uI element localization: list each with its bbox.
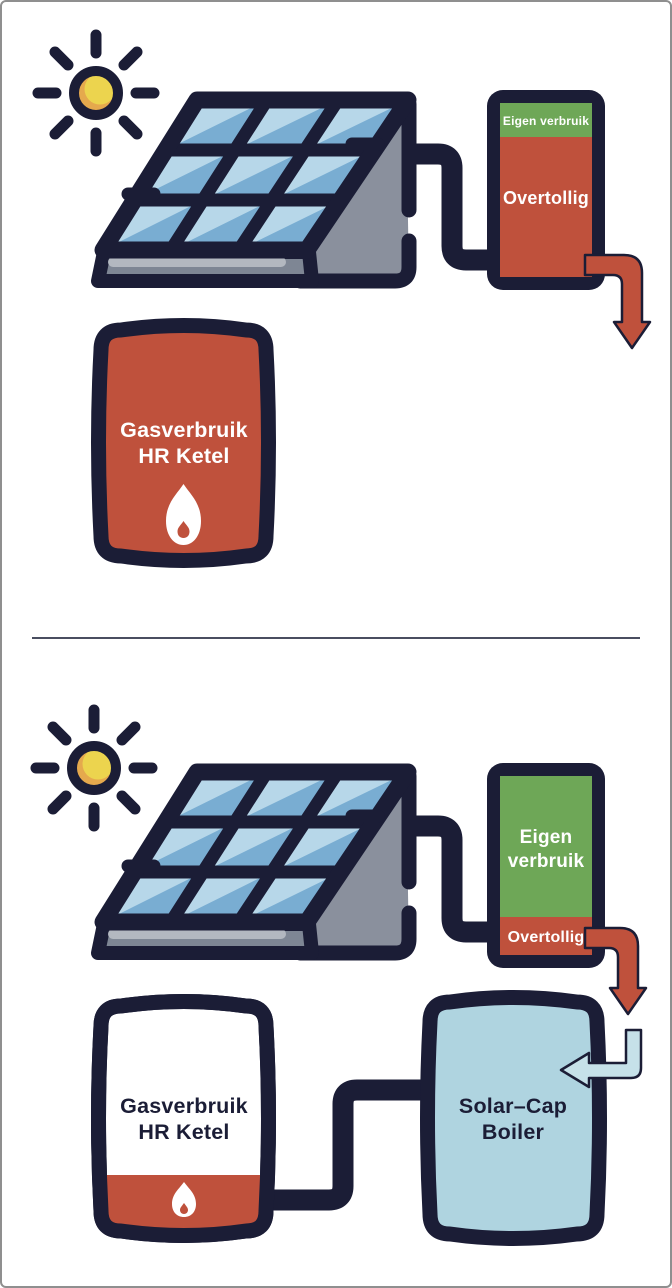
solar-panel-icon — [98, 100, 490, 281]
gas-boiler-label-line1: Gasverbruik — [120, 418, 248, 442]
gas-boiler: Gasverbruik HR Ketel — [91, 994, 276, 1243]
solar-cap-boiler: Solar–Cap Boiler — [420, 990, 607, 1246]
overtollig-segment — [500, 137, 592, 277]
overtollig-label: Overtollig — [503, 188, 589, 208]
gas-boiler: Gasverbruik HR Ketel — [91, 318, 276, 568]
overtollig-label: Overtollig — [508, 929, 585, 946]
solar-boiler-label-line1: Solar–Cap — [459, 1094, 567, 1118]
eigen-verbruik-segment — [500, 103, 592, 137]
solar-panel-icon — [98, 772, 490, 953]
gas-boiler-label-line2: HR Ketel — [138, 1120, 229, 1144]
gas-boiler-label-line2: HR Ketel — [138, 444, 229, 468]
excess-energy-arrow-icon — [583, 253, 652, 350]
excess-energy-arrow-icon — [583, 926, 648, 1016]
eigen-verbruik-label-line2: verbruik — [508, 851, 585, 872]
scene-before: Eigen verbruik Overtollig Gasverbruik HR… — [0, 0, 652, 568]
flame-icon — [172, 1182, 196, 1217]
energy-bar: Eigen verbruik Overtollig — [487, 90, 605, 290]
to-boiler-arrow-icon — [559, 1028, 643, 1089]
solar-boiler-label-line2: Boiler — [482, 1120, 545, 1144]
sun-icon — [38, 35, 154, 151]
boiler-pipe — [272, 1079, 430, 1211]
eigen-verbruik-label-line1: Eigen — [520, 827, 573, 848]
gas-boiler-label-line1: Gasverbruik — [120, 1094, 248, 1118]
energy-bar: Eigen verbruik Overtollig — [487, 763, 605, 968]
scene-after: Eigen verbruik Overtollig Gasverbruik HR… — [0, 644, 648, 1246]
overtollig-segment — [500, 917, 592, 955]
flame-icon — [166, 484, 201, 545]
scene-divider — [32, 637, 640, 639]
sun-icon — [36, 710, 152, 826]
eigen-verbruik-segment — [500, 776, 592, 917]
eigen-verbruik-label: Eigen verbruik — [503, 114, 589, 128]
